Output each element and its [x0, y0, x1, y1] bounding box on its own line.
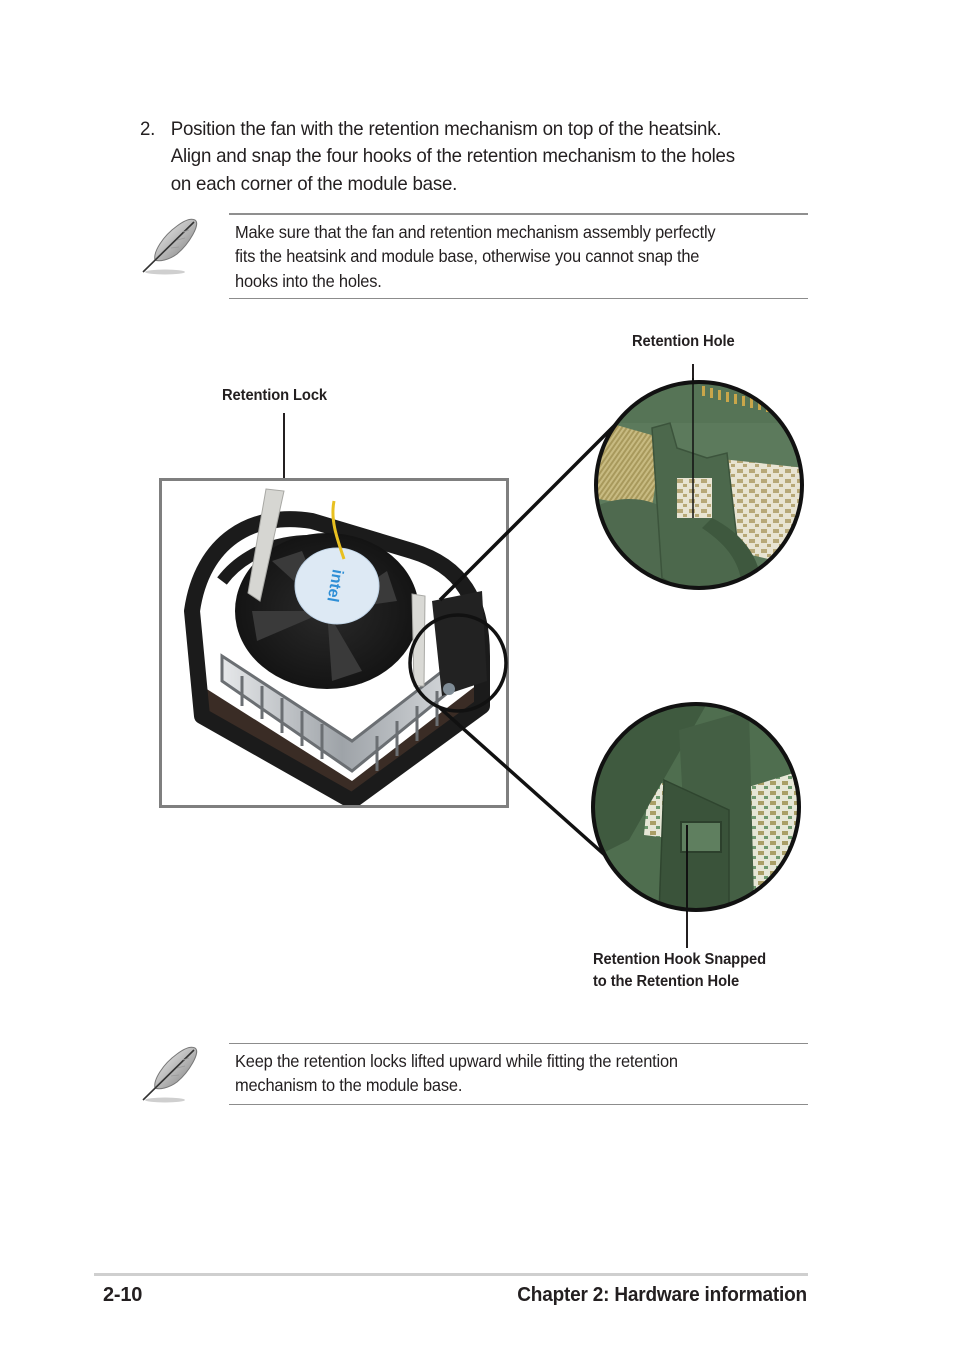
callout-retention-hole: Retention Hole: [632, 333, 735, 350]
step-text: Position the fan with the retention mech…: [171, 116, 805, 198]
note-text: Make sure that the fan and retention mec…: [235, 220, 786, 293]
callout-line: Retention Hook Snapped: [593, 951, 766, 968]
note-line: Make sure that the fan and retention mec…: [235, 222, 716, 242]
retention-hook-snapped-detail-image: [591, 702, 801, 914]
step-line: Position the fan with the retention mech…: [170, 118, 722, 140]
note-line: hooks into the holes.: [235, 270, 382, 291]
magnify-circle: [408, 613, 508, 713]
chapter-title: Chapter 2: Hardware information: [517, 1284, 807, 1306]
note-line: mechanism to the module base.: [235, 1075, 463, 1096]
step-line: on each corner of the module base.: [170, 172, 458, 195]
step-number: 2.: [140, 118, 156, 140]
page-number: 2-10: [103, 1284, 143, 1306]
callout-retention-hook-snapped: Retention Hook Snapped to the Retention …: [593, 949, 766, 993]
leader-line: [283, 413, 285, 493]
note-line: fits the heatsink and module base, other…: [235, 246, 700, 267]
footer-rule: [94, 1273, 808, 1276]
intel-logo: intel: [323, 568, 345, 603]
note-line: Keep the retention locks lifted upward w…: [235, 1051, 678, 1071]
note-top-rule: [229, 1043, 808, 1044]
note-bottom-rule: [229, 298, 808, 299]
callout-line: to the Retention Hole: [593, 973, 740, 990]
note-top-rule: [229, 213, 808, 215]
step-line: Align and snap the four hooks of the ret…: [170, 145, 735, 168]
feather-pen-icon: [137, 214, 203, 280]
retention-hole-detail-image: [594, 378, 804, 590]
leader-line: [686, 912, 688, 948]
note-text: Keep the retention locks lifted upward w…: [235, 1049, 786, 1098]
note-bottom-rule: [229, 1104, 808, 1105]
callout-retention-lock: Retention Lock: [222, 387, 328, 404]
feather-pen-icon: [137, 1042, 203, 1108]
